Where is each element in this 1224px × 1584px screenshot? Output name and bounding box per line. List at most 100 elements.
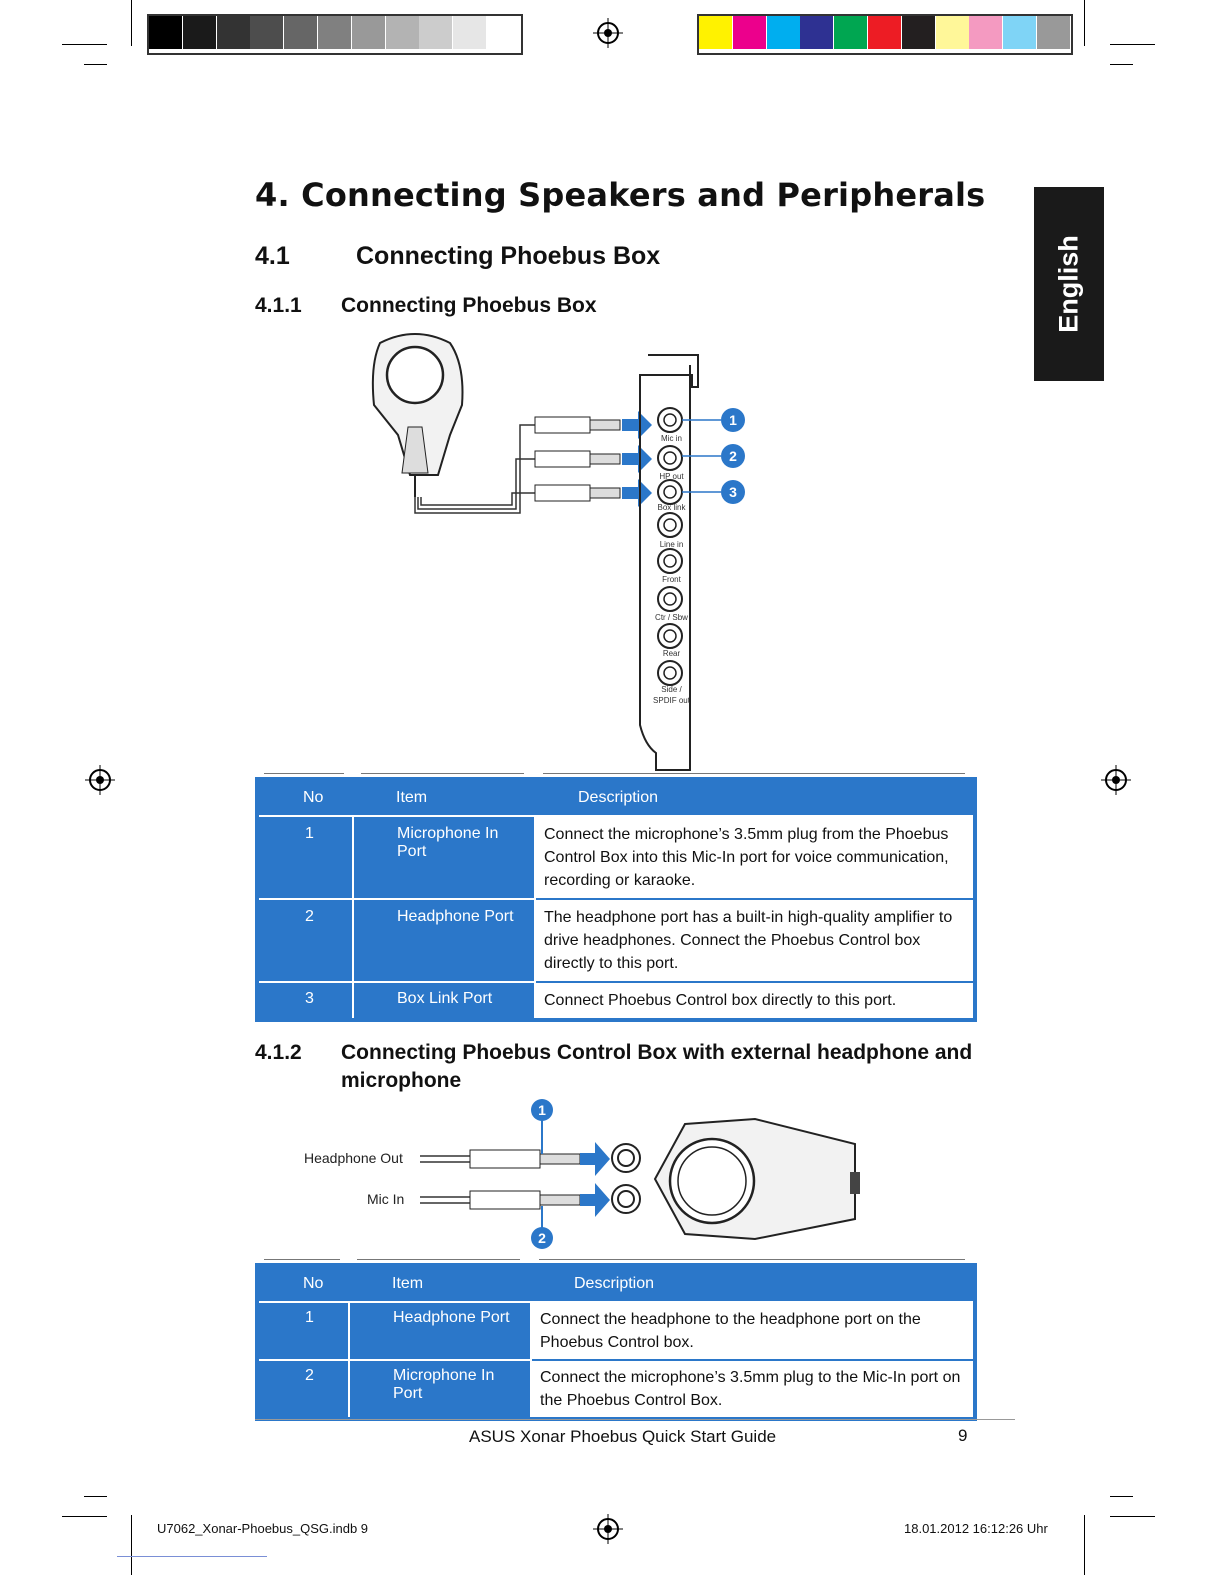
row-description: Connect Phoebus Control box directly to … (535, 982, 975, 1020)
label-headphone-out: Headphone Out (304, 1150, 403, 1166)
color-swatch (834, 16, 868, 49)
grayscale-swatch (149, 16, 182, 49)
color-bar (697, 14, 1073, 55)
page-number: 9 (958, 1426, 968, 1445)
callout-badge (721, 480, 745, 504)
table-row: 3 Box Link Port Connect Phoebus Control … (257, 982, 975, 1020)
audio-jack-inner-icon (663, 629, 677, 643)
audio-jack-inner-icon (663, 413, 677, 427)
card-ports (657, 407, 683, 686)
rule (264, 773, 344, 774)
audio-jack-inner-icon (663, 518, 677, 532)
phoebus-box-connection-diagram: 1 2 3 (371, 333, 745, 771)
registration-mark-icon (85, 765, 115, 795)
audio-jack-icon (657, 623, 683, 649)
color-swatch (800, 16, 834, 49)
card-port-label: HP out (659, 472, 684, 481)
color-swatch (766, 16, 800, 49)
callout-number: 2 (538, 1230, 546, 1246)
page-title: 4. Connecting Speakers and Peripherals (255, 176, 986, 214)
callout-badge (721, 444, 745, 468)
slug-underline (117, 1556, 267, 1557)
rule (543, 773, 965, 774)
grayscale-swatch (284, 16, 318, 49)
label-mic-in: Mic In (367, 1191, 405, 1207)
card-bracket (639, 354, 699, 771)
subsection-title-line1: Connecting Phoebus Control Box with exte… (341, 1041, 973, 1064)
plug-connectors (534, 416, 621, 502)
card-port-label: Side / (661, 685, 682, 694)
column-header-item: Item (349, 1265, 531, 1303)
color-swatch (868, 16, 901, 49)
subsection-title-line2: microphone (341, 1069, 462, 1092)
column-header-no: No (257, 779, 353, 817)
audio-jack-inner-icon (663, 485, 677, 499)
column-header-item: Item (353, 779, 535, 817)
color-swatch (732, 16, 766, 49)
callout-markers: 1 2 3 (682, 408, 745, 504)
row-no: 1 (257, 1302, 350, 1361)
color-swatch (935, 16, 969, 49)
callout-markers: 12 (531, 1099, 553, 1249)
registration-mark-icon (593, 18, 623, 48)
grayscale-swatch (182, 16, 216, 49)
row-item: Headphone Port (353, 899, 536, 983)
row-description: Connect the microphone’s 3.5mm plug from… (535, 816, 975, 900)
section-number: 4.1 (255, 242, 290, 270)
card-port-label: Rear (662, 649, 681, 658)
plug-connectors (469, 1149, 581, 1210)
audio-jack-icon (657, 407, 683, 433)
jack-icons (611, 1143, 641, 1214)
table-row: 2 Headphone Port The headphone port has … (257, 899, 975, 983)
table-row: 1 Headphone Port Connect the headphone t… (257, 1302, 975, 1361)
card-port-label: Front (662, 575, 681, 584)
grayscale-swatch (419, 16, 453, 49)
table-external-ports: No Item Description 1 Headphone Port Con… (255, 1263, 977, 1421)
grayscale-swatch (216, 16, 250, 49)
subsection-number: 4.1.1 (255, 294, 302, 317)
row-item: Microphone In Port (353, 816, 536, 900)
row-no: 3 (257, 982, 354, 1020)
control-box-illustration (371, 333, 464, 497)
table-header-row: No Item Description (257, 1265, 975, 1303)
rule (361, 773, 524, 774)
color-swatch (901, 16, 935, 49)
registration-mark-icon (1101, 765, 1131, 795)
table-row: 2 Microphone In Port Connect the microph… (257, 1360, 975, 1419)
registration-mark-icon (593, 1514, 623, 1544)
callout-badge (531, 1227, 553, 1249)
row-description: Connect the microphone’s 3.5mm plug to t… (531, 1360, 975, 1419)
audio-jack-icon (657, 445, 683, 471)
arrow-icons (580, 1142, 610, 1217)
audio-jack-inner-icon (663, 592, 677, 606)
card-port-label: Mic in (661, 434, 682, 443)
audio-jack-icon (657, 660, 683, 686)
grayscale-bar (147, 14, 523, 55)
color-swatch (1037, 16, 1070, 49)
row-item: Headphone Port (349, 1302, 532, 1361)
color-swatch (969, 16, 1003, 49)
grayscale-swatch (351, 16, 385, 49)
column-header-description: Description (535, 779, 975, 817)
grayscale-swatch (250, 16, 284, 49)
rule (539, 1259, 965, 1260)
row-description: The headphone port has a built-in high-q… (535, 899, 975, 983)
audio-jack-inner-icon (663, 666, 677, 680)
slug-timestamp: 18.01.2012 16:12:26 Uhr (904, 1521, 1048, 1536)
column-header-no: No (257, 1265, 349, 1303)
callout-number: 3 (729, 484, 737, 500)
card-port-label: Line in (659, 540, 684, 549)
row-no: 2 (257, 1360, 350, 1419)
card-port-label: Box link (657, 503, 686, 512)
card-port-label: Ctr / Sbw (655, 613, 688, 622)
card-port-label: SPDIF out (653, 696, 690, 705)
callout-number: 2 (729, 448, 737, 464)
row-no: 2 (257, 899, 354, 983)
row-item: Box Link Port (353, 982, 536, 1020)
callout-badge (721, 408, 745, 432)
footer-guide-title: ASUS Xonar Phoebus Quick Start Guide (469, 1427, 777, 1446)
audio-jack-inner-icon (663, 451, 677, 465)
table-phoebus-box-ports: No Item Description 1 Microphone In Port… (255, 777, 977, 1022)
callout-number: 1 (729, 412, 737, 428)
audio-jack-icon (657, 479, 683, 505)
